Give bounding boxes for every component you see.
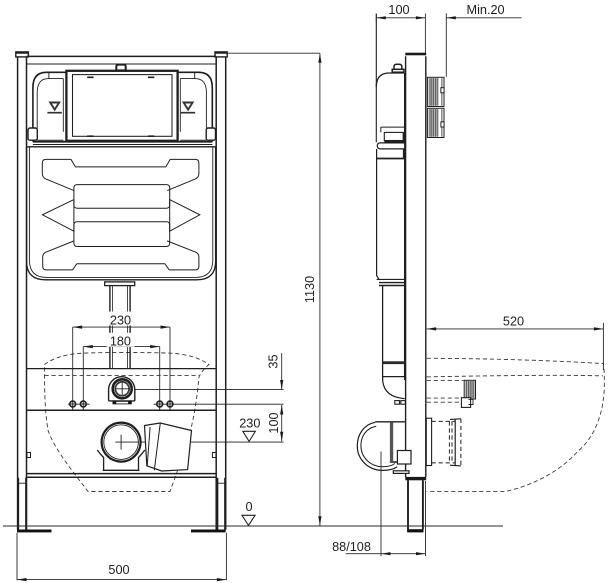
svg-text:520: 520 (503, 314, 524, 328)
svg-text:230: 230 (239, 417, 260, 431)
svg-text:180: 180 (110, 335, 131, 349)
svg-text:1130: 1130 (303, 276, 317, 303)
svg-text:0: 0 (245, 500, 252, 514)
svg-text:230: 230 (110, 313, 131, 327)
svg-text:35: 35 (267, 354, 281, 368)
svg-text:88/108: 88/108 (332, 540, 371, 554)
svg-text:100: 100 (267, 412, 281, 433)
svg-text:Min.20: Min.20 (467, 3, 505, 17)
svg-text:100: 100 (388, 3, 409, 17)
svg-text:500: 500 (108, 563, 129, 577)
